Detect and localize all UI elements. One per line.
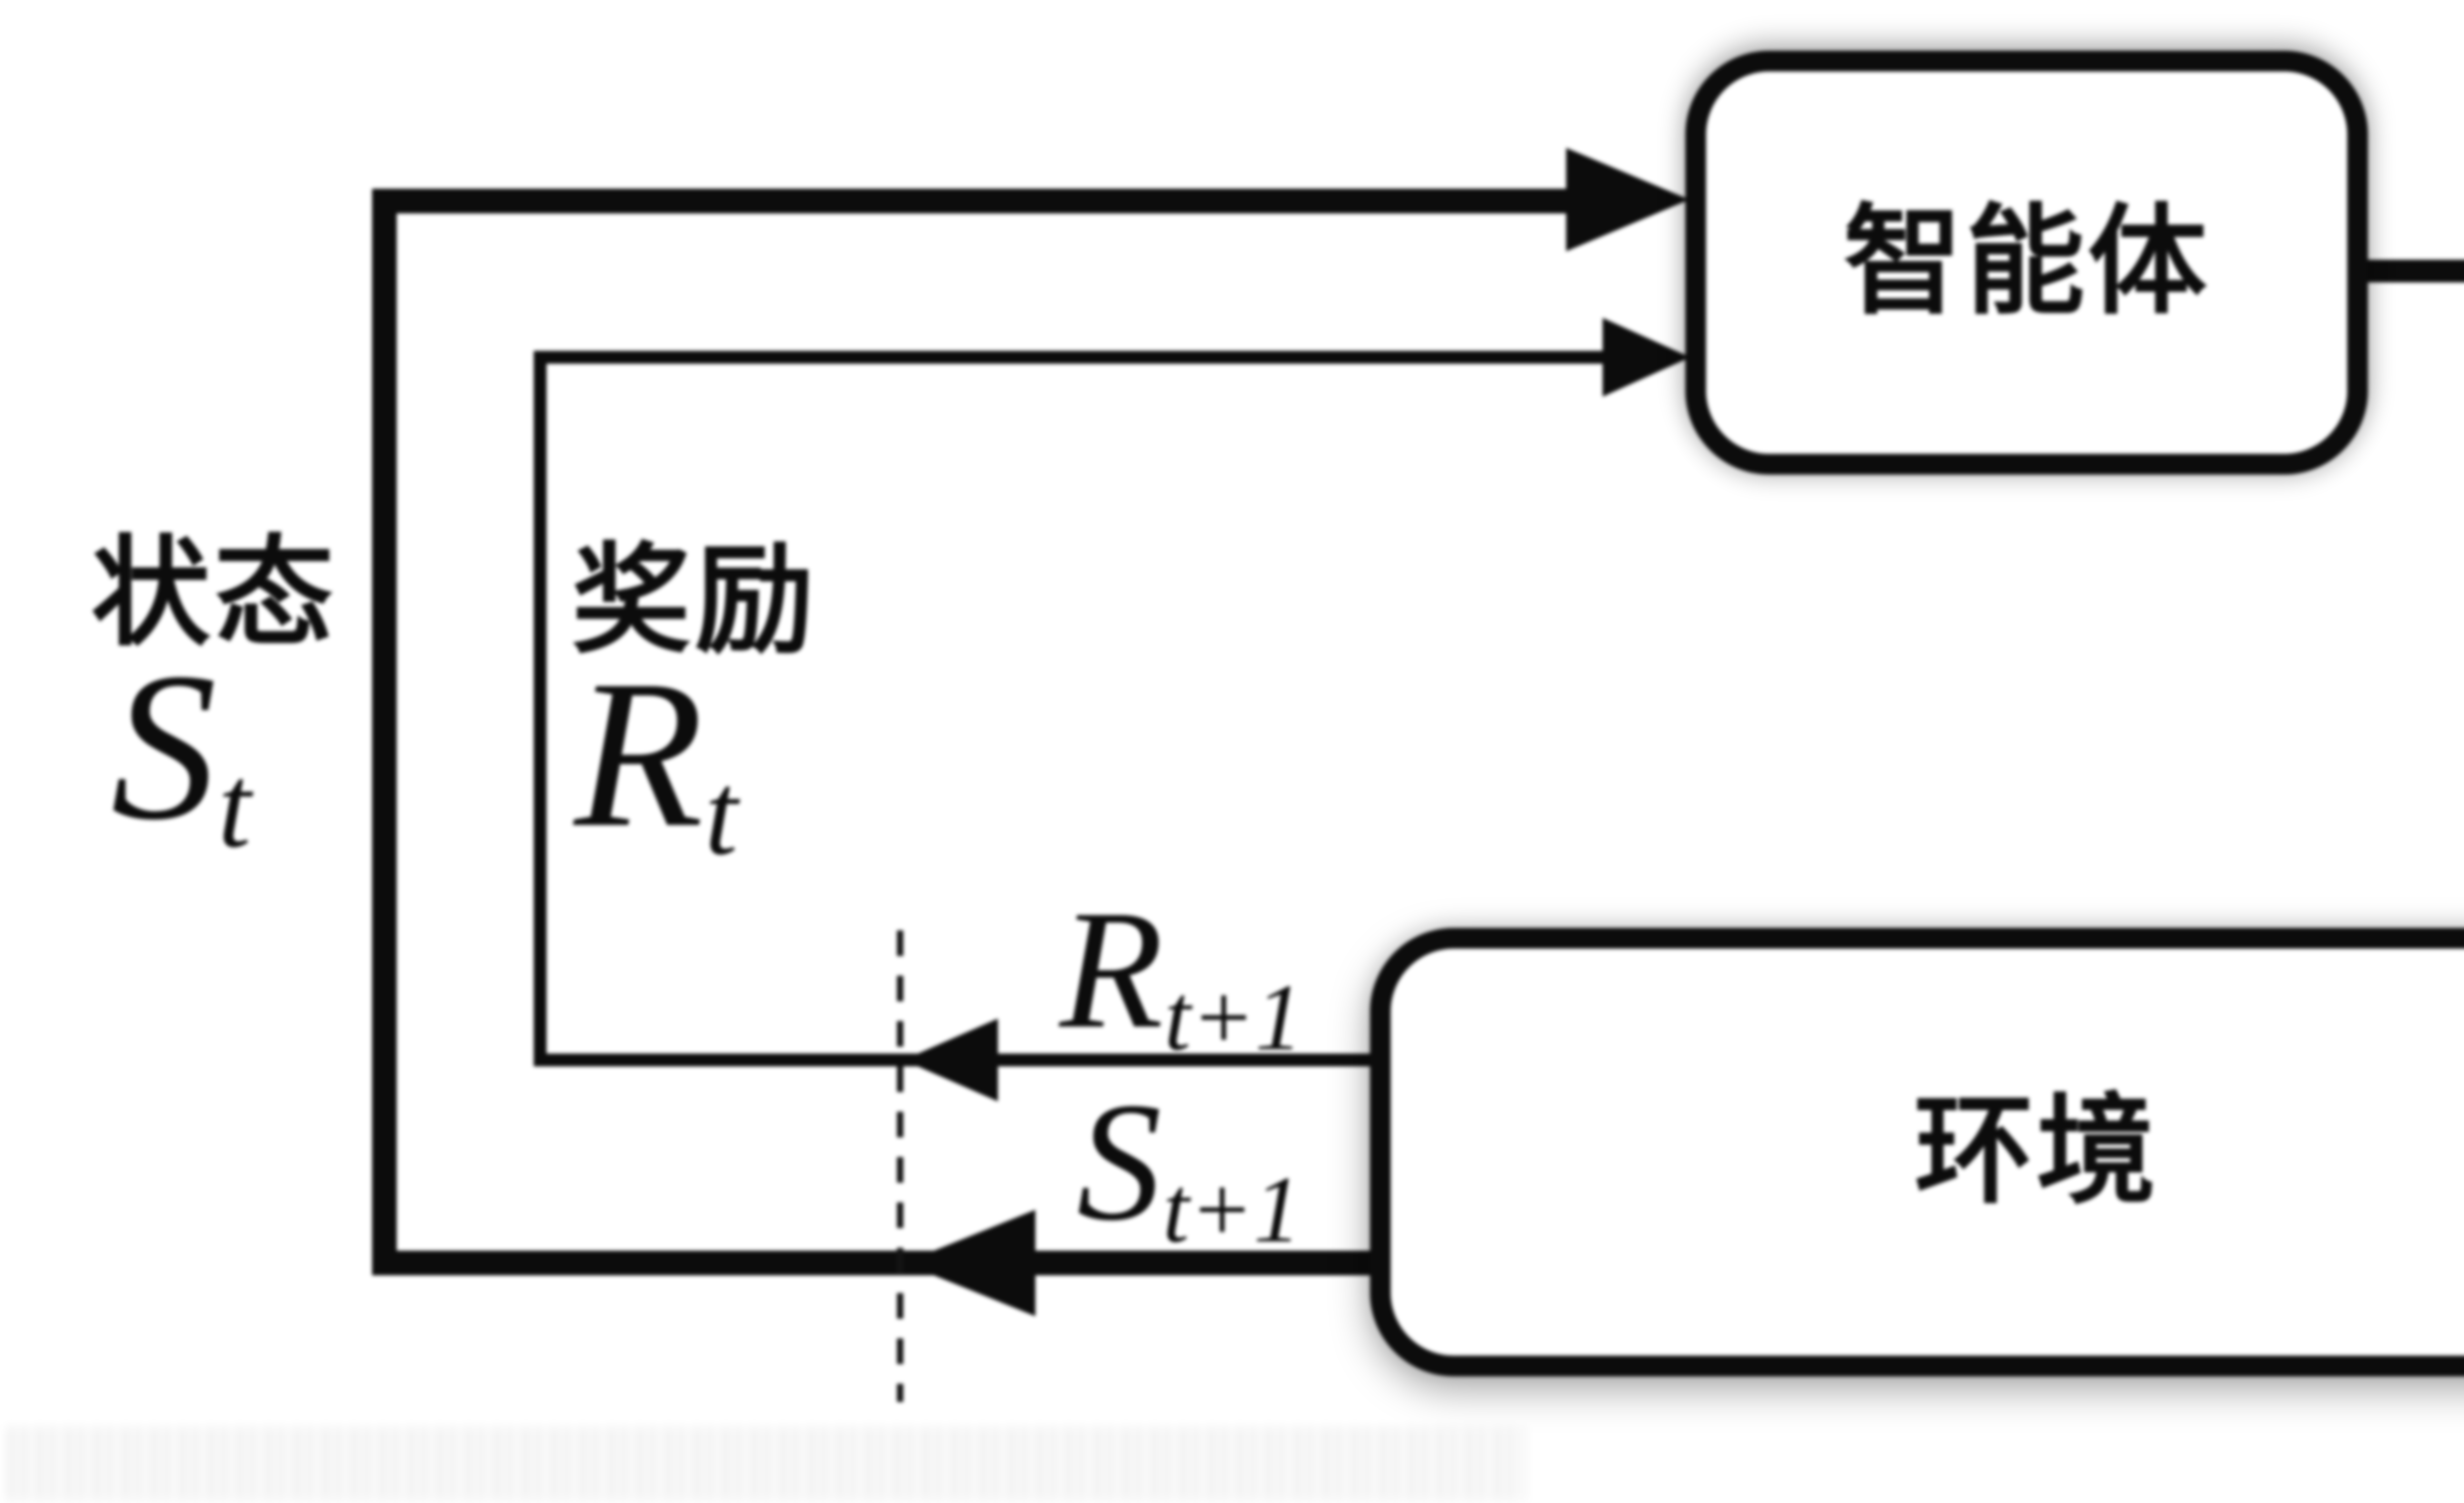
reward-line-left: [534, 351, 547, 1066]
action-line-top: [2365, 260, 2464, 282]
environment-box: 环境: [1370, 928, 2464, 1376]
next-reward-symbol: R: [1060, 875, 1164, 1063]
next-reward-symbol-label: Rt+1: [1060, 885, 1302, 1065]
state-line-top: [372, 189, 1594, 213]
state-name-label: 状态: [91, 528, 338, 660]
next-state-subscript: t+1: [1163, 1157, 1301, 1263]
reward-symbol: R: [574, 637, 704, 871]
agent-box-label: 智能体: [1843, 197, 2210, 329]
reward-line-top: [534, 351, 1610, 364]
next-state-symbol: S: [1077, 1067, 1162, 1256]
state-line-left: [372, 189, 397, 1275]
reward-symbol-label: Rt: [574, 648, 738, 874]
state-symbol: S: [111, 629, 217, 864]
arrowhead-state-into-agent-icon: [1566, 148, 1689, 251]
timestep-boundary-dashed-line: [897, 930, 903, 1402]
reward-subscript: t: [705, 748, 738, 880]
next-state-symbol-label: St+1: [1077, 1077, 1301, 1258]
arrowhead-reward-into-agent-icon: [1603, 318, 1690, 397]
next-state-line-bottom: [372, 1251, 1375, 1275]
environment-box-label: 环境: [1914, 1086, 2159, 1218]
agent-box: 智能体: [1685, 51, 2368, 475]
arrowhead-next-state-icon: [903, 1210, 1035, 1316]
state-symbol-label: St: [111, 641, 251, 866]
reward-name-label: 奖励: [572, 536, 819, 668]
next-reward-subscript: t+1: [1164, 964, 1303, 1070]
state-subscript: t: [218, 740, 251, 872]
cropped-caption-artifact: [7, 1427, 1525, 1501]
arrowhead-next-reward-icon: [903, 1019, 998, 1101]
